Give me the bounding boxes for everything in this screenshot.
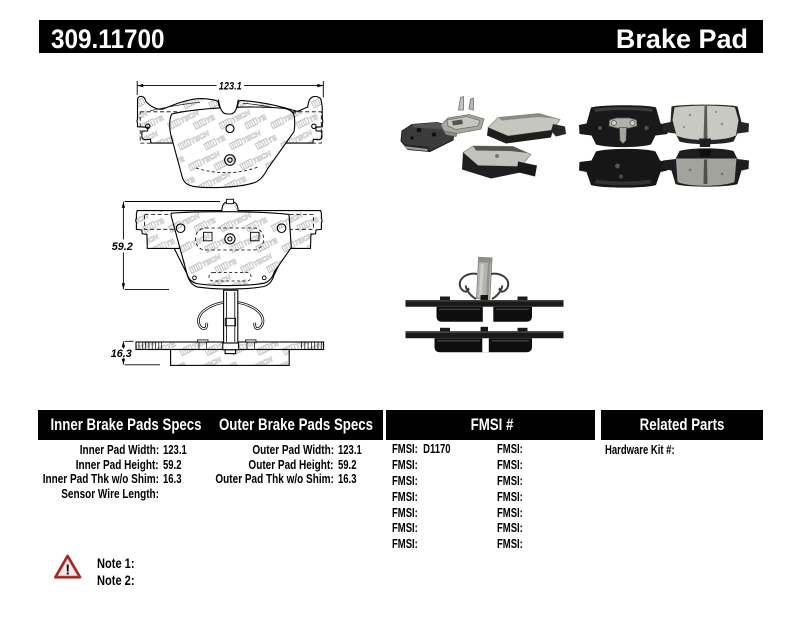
- svg-text:123.1: 123.1: [219, 81, 242, 93]
- svg-text:59.2: 59.2: [112, 241, 133, 253]
- svg-text:!: !: [65, 562, 70, 579]
- svg-text:16.3: 16.3: [111, 348, 132, 360]
